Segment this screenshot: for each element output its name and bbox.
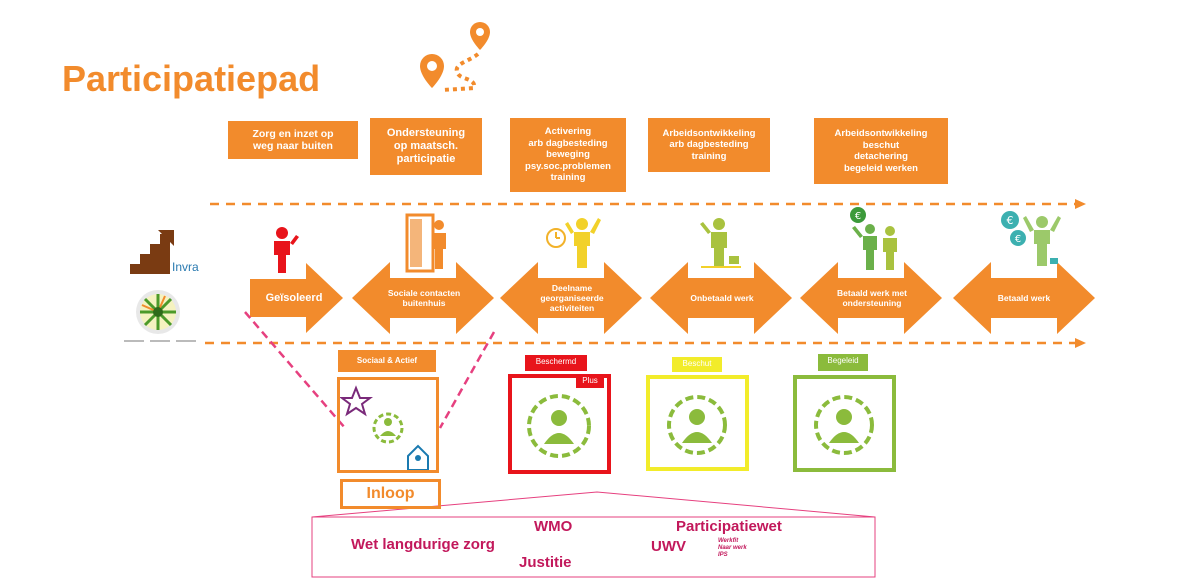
inloop-frame <box>337 377 439 473</box>
door-person-icon <box>405 213 446 273</box>
svg-text:€: € <box>855 211 861 222</box>
arrow-label-1: Geïsoleerd <box>250 285 338 311</box>
map-route-icon <box>420 22 490 92</box>
inloop-frame-icons <box>339 385 429 471</box>
stage-box-line: arb dagbesteding <box>669 139 749 151</box>
stage-box-line: Ondersteuning <box>386 127 466 139</box>
arrow-shape-1 <box>250 263 343 333</box>
stage-box-line: op maatsch. <box>393 140 459 152</box>
invra-logo: Invra <box>118 218 202 278</box>
arrow-label-line: Sociale contacten <box>387 288 461 298</box>
arrow-label-4: Onbetaald werk <box>670 286 774 310</box>
tag-beschermd: Beschermd <box>525 355 587 371</box>
home-person-icon <box>407 444 429 471</box>
uwv-subitem: Naar werk <box>718 545 747 551</box>
volunteer-person-icon <box>700 218 741 268</box>
dashed-arrowhead-top <box>1075 199 1086 209</box>
arrow-shape-6 <box>953 262 1095 334</box>
stage-box-line: psy.soc.problemen <box>525 160 611 172</box>
stage-box-line: weg naar buiten <box>253 140 333 152</box>
stage-box-line: beweging <box>546 149 590 161</box>
stage-box-line: Zorg en inzet op <box>252 128 334 140</box>
arrow-shape-5 <box>800 262 942 334</box>
law-uwv: UWV <box>651 538 686 555</box>
stage-box-line: training <box>550 172 586 184</box>
uwv-subitem: IPS <box>718 552 728 558</box>
activity-person-icon <box>546 218 601 268</box>
uwv-subitems: Werkfit Naar werk IPS <box>718 538 747 559</box>
arrow-shape-2 <box>352 262 494 334</box>
pink-connector-right <box>438 331 496 429</box>
paid-work-person-icon: € € <box>1001 211 1061 266</box>
stage-box-line: participatie <box>396 153 456 165</box>
page-title: Participatiepad <box>62 58 321 99</box>
tag-sociaal-actief: Sociaal & Actief <box>338 350 436 372</box>
stage-box-line: begeleid werken <box>844 162 918 174</box>
arrow-label-line: Geïsoleerd <box>265 292 323 304</box>
inloop-label: Inloop <box>340 479 441 509</box>
svg-text:€: € <box>1015 234 1021 245</box>
star-person-icon <box>339 385 373 417</box>
law-participatiewet: Participatiewet <box>676 518 782 535</box>
tag-plus: Plus <box>576 374 604 388</box>
pink-connector-left <box>244 311 346 429</box>
arrow-label-line: Betaald werk <box>997 293 1051 303</box>
tag-begeleid: Begeleid <box>818 354 868 371</box>
dashed-arrowhead-bottom <box>1075 338 1086 348</box>
arrow-label-line: buitenhuis <box>402 298 446 308</box>
law-justitie: Justitie <box>519 554 572 571</box>
stage-box-line: Activering <box>544 126 592 138</box>
uwv-subitem: Werkfit <box>718 538 739 544</box>
arrow-label-6: Betaald werk <box>972 286 1076 310</box>
begeleid-frame <box>793 375 896 472</box>
arrow-label-line: ondersteuning <box>842 298 902 308</box>
arrow-label-line: georganiseerde <box>540 293 604 303</box>
stage-box-line: training <box>691 150 727 162</box>
isolated-person-icon <box>274 227 299 273</box>
stage-box-line: arb dagbesteding <box>528 137 608 149</box>
law-wmo: WMO <box>534 518 573 535</box>
arrow-label-line: Betaald werk met <box>837 288 907 298</box>
beschut-frame <box>646 375 749 471</box>
paid-support-persons-icon: € <box>850 207 897 270</box>
logo-text: Invra <box>172 260 199 274</box>
tag-beschut: Beschut <box>672 357 722 372</box>
arrow-shape-3 <box>500 262 642 334</box>
arrow-shape-4 <box>650 262 792 334</box>
law-box <box>311 516 876 578</box>
radial-wheel-image <box>118 280 202 350</box>
gear-person-icon <box>667 395 727 455</box>
svg-text:€: € <box>1007 214 1014 227</box>
beschermd-frame <box>508 374 611 474</box>
arrow-label-line: Onbetaald werk <box>690 293 754 303</box>
arrow-label-line: Deelname <box>551 283 593 293</box>
gear-person-icon <box>372 412 404 444</box>
stage-box-line: detachering <box>854 151 908 162</box>
arrow-label-line: activiteiten <box>549 303 595 313</box>
stage-box-line: beschut <box>862 139 900 151</box>
law-wet-langdurige-zorg: Wet langdurige zorg <box>351 536 495 553</box>
stage-box-line: Arbeidsontwikkeling <box>662 127 756 139</box>
gear-person-icon <box>527 394 591 458</box>
gear-person-icon <box>814 395 874 455</box>
stage-box-line: Arbeidsontwikkeling <box>834 128 928 139</box>
